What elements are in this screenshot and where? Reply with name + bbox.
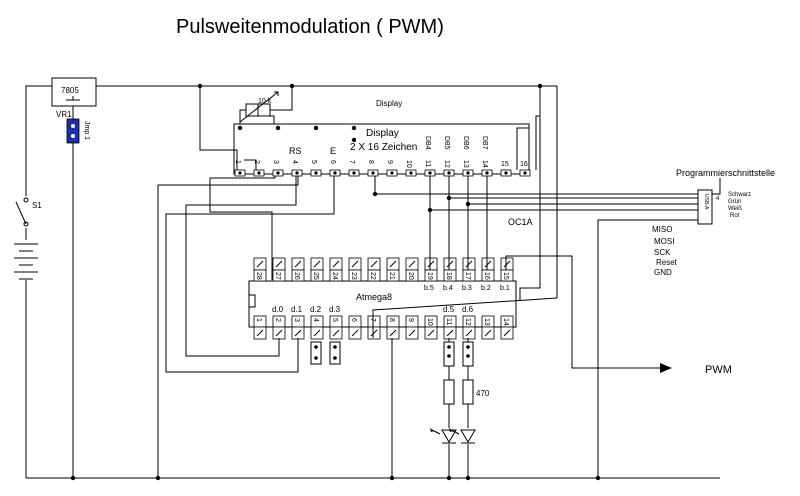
mcu-bottom-pin-number: 4 (312, 318, 319, 322)
display-signal: DB5 (443, 136, 450, 150)
mcu-top-pin-number: 18 (445, 272, 452, 280)
mcu-port-label: d.0 (272, 305, 284, 314)
display-signal: DB7 (481, 136, 488, 150)
svg-text:Grün: Grün (728, 199, 741, 205)
mcu-port-label: d.6 (462, 305, 474, 314)
mcu-bottom-pin-number: 8 (388, 318, 395, 322)
mcu-port-label: d.2 (310, 305, 322, 314)
mcu-bottom-pin-number: 10 (426, 318, 433, 326)
svg-text:Jmp 1: Jmp 1 (83, 121, 90, 140)
mcu-port-label: b.1 (500, 285, 510, 292)
mcu-bottom-pin-number: 6 (350, 318, 357, 322)
mcu-bottom-pin-number: 1 (255, 318, 262, 322)
display-pin-number: 11 (424, 160, 431, 167)
jumper-pairs (310, 341, 474, 367)
junction-dots (70, 83, 601, 481)
display-pin-number: 15 (501, 161, 509, 168)
display-pin-number: 4 (291, 160, 298, 164)
switch-s1: S1 (15, 197, 42, 227)
svg-text:USB-A: USB-A (703, 194, 709, 210)
display-pin-number: 5 (310, 160, 317, 164)
mcu-top-pin-number: 24 (331, 272, 338, 280)
mcu-top-pin-number: 20 (407, 272, 414, 280)
svg-text:Display: Display (376, 99, 402, 108)
led-icons (430, 428, 476, 444)
svg-text:Rot: Rot (730, 213, 740, 219)
battery-icon (14, 243, 38, 280)
voltage-regulator: 7805 VR1 (51, 77, 97, 119)
mcu-bottom-pin-number: 12 (464, 318, 471, 326)
mcu-top-pin-number: 23 (350, 272, 357, 280)
mcu-port-label: d.1 (291, 305, 303, 314)
mcu-bottom-pin-number: 13 (483, 318, 490, 326)
pwm-output-label: PWM (705, 364, 732, 376)
display-pin-number: 14 (481, 160, 488, 168)
svg-text:10 k: 10 k (258, 98, 272, 105)
svg-text:E: E (330, 146, 336, 156)
svg-text:Display: Display (366, 128, 399, 139)
svg-text:Atmega8: Atmega8 (356, 292, 392, 302)
display-pin-number: 16 (520, 161, 528, 168)
svg-text:Reset: Reset (656, 258, 678, 267)
potentiometer: 10 k (239, 86, 293, 124)
programming-header: Programmierschnittstelle USB-A 4 Schwarz… (652, 168, 775, 277)
power-wiring (25, 85, 720, 479)
mcu-bottom-pin-number: 11 (445, 318, 452, 325)
mcu-top-pin-number: 21 (388, 272, 395, 280)
svg-text:2 X 16 Zeichen: 2 X 16 Zeichen (350, 142, 417, 153)
mcu-top-pin-number: 15 (502, 272, 509, 280)
svg-text:MISO: MISO (652, 225, 672, 234)
mcu-top-pin-number: 28 (255, 272, 262, 280)
svg-text:SCK: SCK (654, 248, 671, 257)
display-pin-number: 7 (348, 160, 355, 164)
svg-text:7805: 7805 (61, 86, 79, 95)
display-signal: DB6 (462, 136, 469, 150)
display-pin-number: 12 (443, 160, 450, 168)
display-signal: DB4 (424, 136, 431, 150)
mcu-port-label: d.3 (329, 305, 341, 314)
display-pin-number: 13 (462, 160, 469, 168)
svg-text:Programmierschnittstelle: Programmierschnittstelle (676, 168, 775, 178)
mcu-port-label: b.2 (481, 285, 491, 292)
mcu-bottom-pin-number: 3 (293, 318, 300, 322)
mcu-top-pin-number: 16 (483, 272, 490, 280)
mcu-bottom-pin-number: 5 (331, 318, 338, 322)
mcu-port-label: b.3 (462, 285, 472, 292)
jumper-jmp1: Jmp 1 (66, 118, 90, 144)
mcu-top-pin-number: 22 (369, 272, 376, 280)
display-pin-number: 6 (329, 160, 336, 164)
signal-wiring (157, 86, 721, 478)
resistors: 470 (443, 379, 490, 405)
mcu-port-label: b.4 (443, 285, 453, 292)
mcu-bottom-pin-number: 9 (407, 318, 414, 322)
oc1a-label: OC1A (508, 217, 533, 227)
mcu-bottom-pin-number: 2 (274, 318, 281, 322)
schematic-title: Pulsweitenmodulation ( PWM) (176, 16, 444, 38)
svg-text:Weiß: Weiß (728, 206, 742, 212)
display-pin-number: 8 (367, 160, 374, 164)
svg-text:S1: S1 (32, 201, 42, 210)
svg-text:Schwarz: Schwarz (728, 192, 751, 198)
mcu-port-label: b.5 (424, 285, 434, 292)
mcu-top-pin-number: 19 (426, 272, 433, 280)
display-pin-number: 9 (386, 160, 393, 164)
mcu-top-pin-number: 27 (274, 272, 281, 280)
svg-text:MOSI: MOSI (654, 237, 674, 246)
display-pin-number: 10 (405, 160, 412, 168)
svg-text:GND: GND (654, 268, 672, 277)
mcu-top-pin-number: 26 (293, 272, 300, 280)
svg-text:470: 470 (476, 389, 490, 398)
display-pin-number: 3 (272, 160, 279, 164)
mcu-top-pin-number: 25 (312, 272, 319, 280)
mcu-port-label: d.5 (443, 305, 455, 314)
svg-text:RS: RS (289, 146, 302, 156)
svg-text:4: 4 (716, 196, 720, 202)
mcu-bottom-pin-number: 14 (502, 318, 509, 326)
svg-text:VR1: VR1 (56, 110, 72, 119)
mcu-top-pin-number: 17 (464, 272, 471, 280)
